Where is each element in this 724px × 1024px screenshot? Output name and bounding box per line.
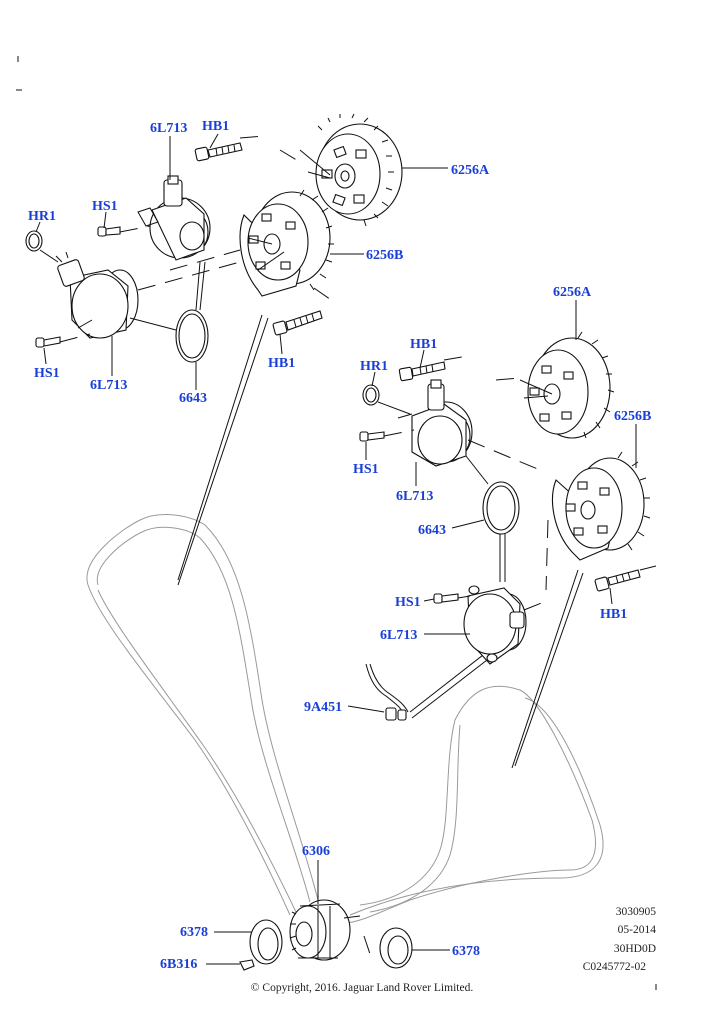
- leader-hs1-top: [103, 211, 107, 229]
- assembly-line-6: [59, 333, 91, 343]
- callout-6L713-left: 6L713: [90, 378, 127, 393]
- o-ring-6643-left-inner: [178, 313, 206, 359]
- leader-hb1-mid: [279, 333, 283, 355]
- callout-hs1-right: HS1: [353, 462, 379, 477]
- bolt-hb1-top: [194, 142, 243, 162]
- assembly-line-8: [443, 355, 469, 361]
- leader-hr1-top: [35, 221, 41, 233]
- leader-hr1-right: [377, 401, 411, 415]
- gear-6256A-upper: [299, 113, 403, 227]
- leader-hr1-left: [39, 249, 59, 263]
- callout-hs1-lower: HS1: [395, 595, 421, 610]
- corner-mark-top-left: [16, 56, 22, 91]
- callout-hs1-left: HS1: [34, 366, 60, 381]
- callout-6643-left: 6643: [179, 391, 207, 406]
- bolt-hs1-lower: [433, 593, 459, 604]
- reference-code-2: 05-2014: [617, 924, 656, 936]
- reference-code-4: C0245772-02: [582, 961, 646, 973]
- assembly-line-9: [495, 377, 521, 381]
- callout-hb1-top: HB1: [202, 119, 229, 134]
- leader-6643-left-a: [129, 317, 177, 331]
- leader-hs1-lower: [423, 598, 435, 602]
- callout-6256A-top: 6256A: [451, 163, 490, 178]
- solenoid-6L713-left: [55, 251, 139, 339]
- callout-9A451: 9A451: [304, 700, 342, 715]
- callout-6L713-lower: 6L713: [380, 628, 417, 643]
- gear-6256B-upper: [239, 189, 334, 297]
- bolt-hs1-top: [97, 226, 121, 237]
- leader-hb1-right: [419, 349, 425, 369]
- ring-hr1-left-inner: [28, 233, 40, 249]
- bolt-hs1-right: [359, 431, 385, 442]
- gear-6256A-right: [519, 331, 615, 439]
- leader-9a451-callout: [347, 705, 385, 713]
- leader-6643-left-b: [195, 261, 206, 311]
- assembly-line-17: [363, 935, 373, 961]
- ring-hr1-right-inner: [365, 387, 377, 403]
- callout-hr1-left: HR1: [28, 209, 56, 224]
- copyright-notice: © Copyright, 2016. Jaguar Land Rover Lim…: [250, 982, 474, 994]
- assembly-line-7: [313, 287, 335, 303]
- assembly-line-1: [239, 135, 265, 139]
- assembly-line-13: [457, 595, 471, 599]
- gear-6256B-right: [551, 451, 651, 561]
- reference-code-1: 3030905: [615, 906, 656, 918]
- washer-6378-right: [379, 927, 413, 969]
- assembly-line-15: [639, 565, 657, 571]
- callout-6378-right: 6378: [452, 944, 480, 959]
- leader-6643-right: [451, 519, 485, 529]
- bolt-hb1-right: [398, 361, 446, 382]
- solenoid-6L713-lower: [463, 585, 527, 665]
- leader-hs1-left: [43, 347, 47, 365]
- assembly-line-10: [383, 429, 415, 437]
- leader-left-upper: [177, 314, 269, 586]
- callout-6B316: 6B316: [160, 957, 197, 972]
- callout-6L713-top: 6L713: [150, 121, 187, 136]
- assembly-line-4: [169, 249, 241, 271]
- leader-hr1-right-callout: [371, 371, 376, 387]
- reference-code-3: 30HD0D: [613, 943, 656, 955]
- callout-hb1-mid: HB1: [268, 356, 295, 371]
- leader-hb1-lower: [609, 587, 613, 605]
- callout-6643-right: 6643: [418, 523, 446, 538]
- callout-hs1-top: HS1: [92, 199, 118, 214]
- solenoid-6L713-upper: [137, 175, 211, 261]
- key-6B316: [239, 959, 255, 971]
- o-ring-6643-right-inner: [486, 485, 516, 531]
- assembly-line-11: [467, 439, 541, 471]
- assembly-line-14: [523, 601, 545, 611]
- solenoid-6L713-right: [397, 379, 473, 467]
- leader-right-lower: [511, 569, 584, 769]
- leader-hb1-top: [209, 133, 219, 149]
- leader-6643-right-a: [465, 455, 489, 485]
- assembly-line-3: [119, 225, 151, 233]
- callout-hb1-lower: HB1: [600, 607, 627, 622]
- bolt-hs1-left: [35, 336, 61, 348]
- callout-6256A-right: 6256A: [553, 285, 592, 300]
- callout-6378-left: 6378: [180, 925, 208, 940]
- leader-6643-right-b: [499, 534, 506, 582]
- bolt-hb1-lower: [594, 569, 641, 592]
- callout-hr1-right: HR1: [360, 359, 388, 374]
- bolt-hb1-mid: [272, 310, 323, 336]
- washer-6378-left: [249, 919, 283, 965]
- assembly-line-16: [343, 915, 361, 919]
- sensor-9A451: [365, 663, 409, 721]
- callout-hb1-right: HB1: [410, 337, 437, 352]
- timing-chain: [86, 514, 604, 924]
- callout-6L713-right: 6L713: [396, 489, 433, 504]
- assembly-line-5: [137, 261, 241, 291]
- callout-6256B-right: 6256B: [614, 409, 651, 424]
- assembly-line-2: [279, 149, 301, 163]
- assembly-line-12: [545, 519, 549, 591]
- callout-6306: 6306: [302, 844, 330, 859]
- callout-6256B-top: 6256B: [366, 248, 403, 263]
- sprocket-6306: [289, 899, 351, 961]
